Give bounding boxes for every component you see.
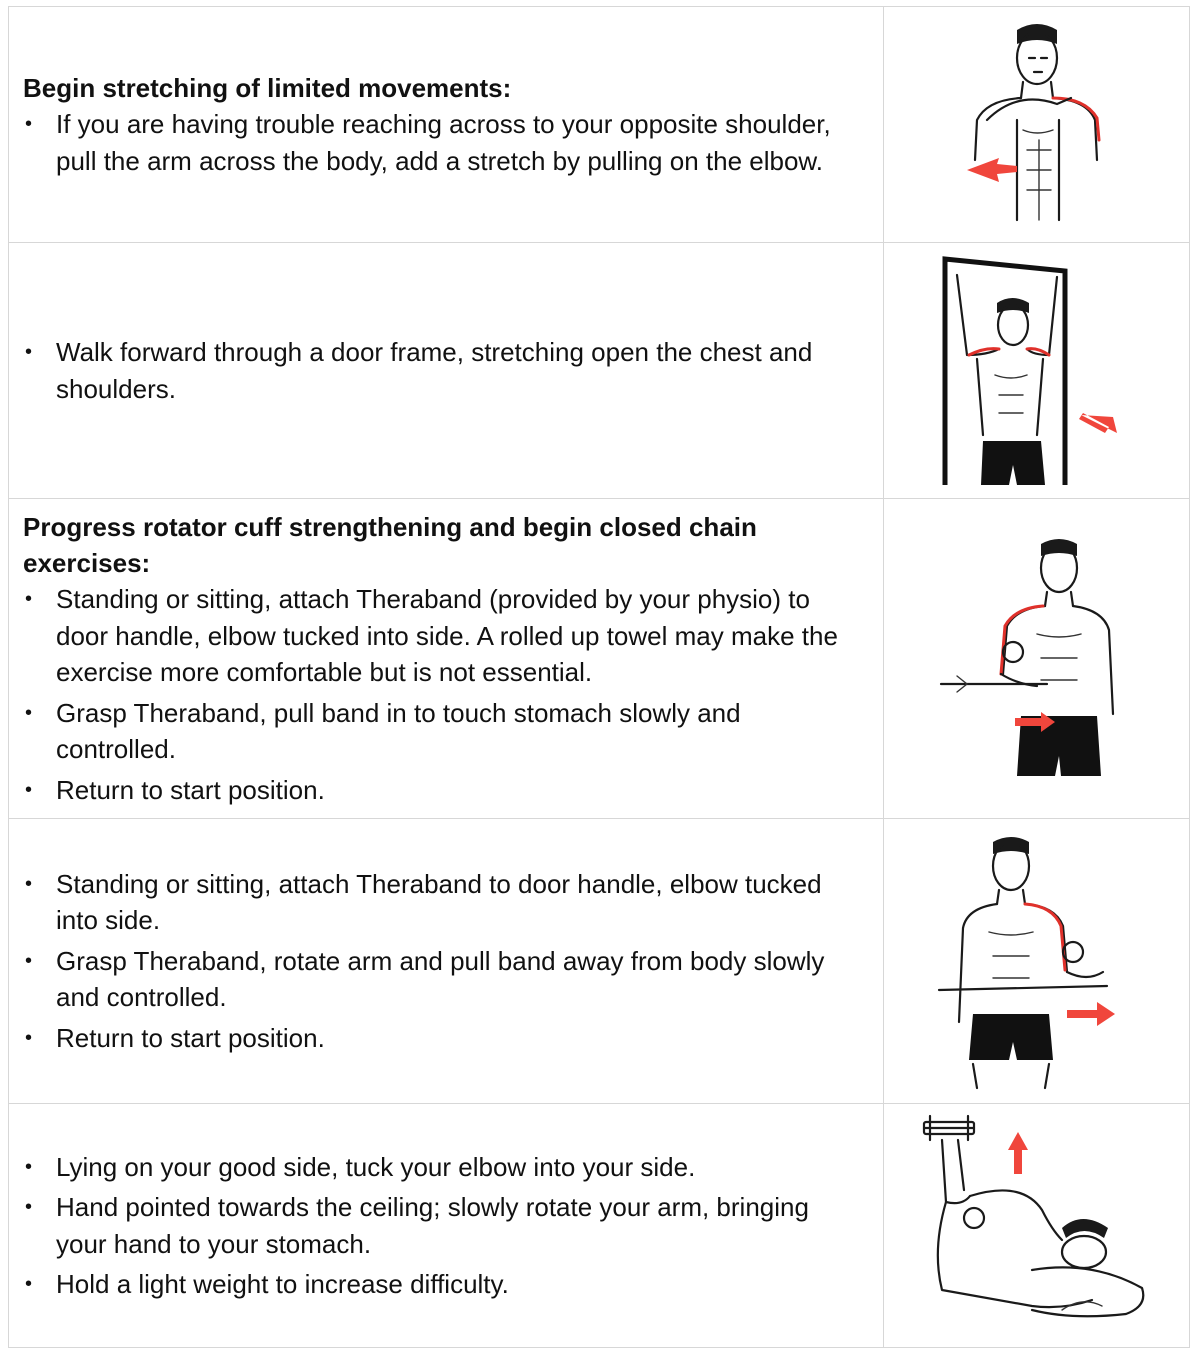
instruction-list: Standing or sitting, attach Theraband to…: [23, 866, 865, 1057]
instructions-cell: Begin stretching of limited movements: I…: [8, 6, 884, 243]
instruction-item: If you are having trouble reaching acros…: [23, 106, 865, 179]
instructions-cell: Walk forward through a door frame, stret…: [8, 242, 884, 499]
instruction-item: Grasp Theraband, rotate arm and pull ban…: [23, 943, 865, 1016]
internal-rotation-figure: [939, 538, 1114, 776]
exercise-row-4: Standing or sitting, attach Theraband to…: [8, 818, 1190, 1104]
instructions-cell: Standing or sitting, attach Theraband to…: [8, 818, 884, 1104]
instruction-item: Lying on your good side, tuck your elbow…: [23, 1149, 865, 1186]
instruction-item: Standing or sitting, attach Theraband (p…: [23, 581, 865, 691]
section-heading: Begin stretching of limited movements:: [23, 73, 512, 103]
instruction-list: Walk forward through a door frame, stret…: [23, 334, 865, 407]
instruction-list: If you are having trouble reaching acros…: [23, 106, 865, 179]
cross-body-stretch-illustration: [883, 6, 1190, 243]
internal-rotation-illustration: [883, 498, 1190, 819]
doorway-stretch-illustration: [883, 242, 1190, 499]
instructions-cell: Lying on your good side, tuck your elbow…: [8, 1103, 884, 1348]
doorway-stretch-figure: [942, 255, 1117, 485]
instruction-list: Lying on your good side, tuck your elbow…: [23, 1149, 865, 1303]
exercise-row-2: Walk forward through a door frame, stret…: [8, 242, 1190, 499]
instruction-list: Standing or sitting, attach Theraband (p…: [23, 581, 865, 808]
instruction-item: Return to start position.: [23, 772, 865, 809]
instructions-cell: Progress rotator cuff strengthening and …: [8, 498, 884, 819]
cross-body-stretch-figure: [966, 23, 1100, 221]
exercise-table: Begin stretching of limited movements: I…: [8, 6, 1190, 1348]
instruction-item: Hold a light weight to increase difficul…: [23, 1266, 865, 1303]
side-lying-rotation-illustration: [883, 1103, 1190, 1348]
external-rotation-figure: [937, 837, 1115, 1090]
exercise-row-3: Progress rotator cuff strengthening and …: [8, 498, 1190, 819]
external-rotation-illustration: [883, 818, 1190, 1104]
section-heading: Progress rotator cuff strengthening and …: [23, 512, 757, 578]
exercise-row-5: Lying on your good side, tuck your elbow…: [8, 1103, 1190, 1348]
instruction-item: Grasp Theraband, pull band in to touch s…: [23, 695, 865, 768]
instruction-item: Standing or sitting, attach Theraband to…: [23, 866, 865, 939]
exercise-row-1: Begin stretching of limited movements: I…: [8, 6, 1190, 243]
instruction-item: Hand pointed towards the ceiling; slowly…: [23, 1189, 865, 1262]
instruction-item: Return to start position.: [23, 1020, 865, 1057]
side-lying-rotation-figure: [922, 1114, 1144, 1317]
instruction-item: Walk forward through a door frame, stret…: [23, 334, 865, 407]
